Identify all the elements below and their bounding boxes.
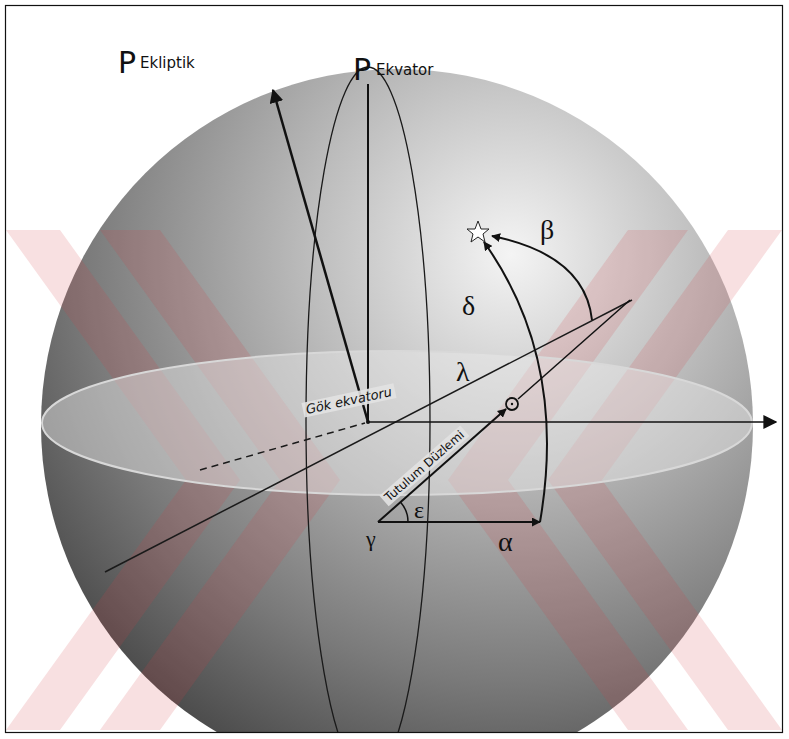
ecliptic-pole-arrow (273, 90, 368, 422)
frame (6, 6, 783, 733)
sphere (41, 69, 753, 732)
center-point (366, 420, 370, 424)
right-ascension-arrow (378, 521, 540, 523)
pole-letter: P (118, 48, 136, 78)
point-symbol: γ (366, 528, 376, 550)
pole-letter: P (353, 55, 371, 85)
x-axis-arrow (368, 421, 776, 423)
watermark (6, 230, 782, 730)
sun-symbol (506, 398, 518, 410)
pole-subscript: Ekliptik (140, 56, 195, 71)
longitude-arrow (378, 409, 506, 522)
angle-symbol: ε (414, 498, 424, 522)
angle-symbol: β (540, 216, 554, 244)
hidden-line (200, 423, 365, 470)
star-symbol (467, 221, 489, 242)
sun-dot (511, 403, 513, 405)
angle-symbol: λ (456, 358, 470, 386)
pole-subscript: Ekvator (376, 63, 433, 78)
equator-pole-axis (367, 84, 369, 422)
angle-symbol: δ (462, 292, 475, 320)
obliquity-arc (401, 502, 408, 522)
declination-arc (484, 242, 547, 522)
angle-symbol: α (498, 528, 513, 556)
latitude-arc (492, 236, 592, 320)
plane-ellipse (42, 351, 752, 495)
